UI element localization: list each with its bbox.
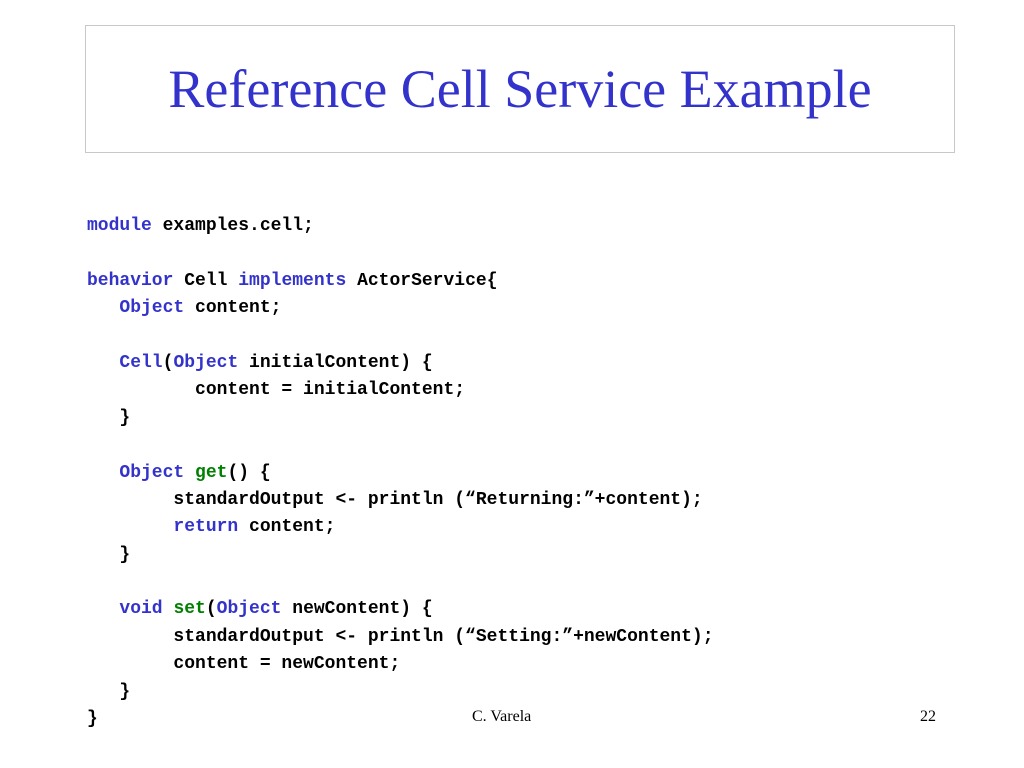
code-line-field: Object content; <box>87 295 714 322</box>
code-line-assign-new: content = newContent; <box>87 654 401 675</box>
code-line-println-setting: standardOutput <- println (“Setting:”+ne… <box>87 626 714 647</box>
code-text <box>163 599 174 619</box>
code-keyword: Object <box>173 352 239 373</box>
code-keyword: behavior <box>87 270 174 291</box>
code-indent <box>87 517 173 537</box>
code-text: newContent) { <box>281 599 433 620</box>
code-line-assign: content = initialContent; <box>87 380 466 401</box>
code-line-blank <box>87 240 714 267</box>
code-line-blank <box>87 569 714 596</box>
code-keyword: Object <box>216 599 282 620</box>
code-text <box>184 463 195 483</box>
slide-title: Reference Cell Service Example <box>168 59 872 119</box>
code-method-name: get <box>195 462 228 483</box>
code-text: Cell <box>173 270 239 291</box>
code-text: ( <box>162 352 174 373</box>
code-text: initialContent) { <box>238 352 433 373</box>
code-text: ActorService{ <box>346 270 498 291</box>
code-line-close-brace: } <box>87 544 131 565</box>
code-line-close-behavior: } <box>87 709 98 730</box>
code-method-name: set <box>173 599 206 620</box>
code-line-constructor: Cell(Object initialContent) { <box>87 350 714 377</box>
code-line-close-brace: } <box>87 407 131 428</box>
code-line-close-brace: } <box>87 681 131 702</box>
code-line-get-method: Object get() { <box>87 460 714 487</box>
code-line-blank <box>87 432 714 459</box>
code-line-set-method: void set(Object newContent) { <box>87 596 714 623</box>
code-line-behavior: behavior Cell implements ActorService{ <box>87 268 714 295</box>
code-indent <box>87 599 119 619</box>
code-text: content; <box>184 298 282 319</box>
code-block: module examples.cell; behavior Cell imple… <box>87 213 714 733</box>
code-line-blank <box>87 323 714 350</box>
code-text: ( <box>205 599 217 620</box>
page-number: 22 <box>920 708 936 725</box>
title-box: Reference Cell Service Example <box>85 25 955 153</box>
code-text: content; <box>238 517 336 538</box>
code-text: () { <box>227 462 271 483</box>
code-indent <box>87 463 119 483</box>
code-keyword: Object <box>119 462 185 483</box>
code-keyword: Object <box>119 298 185 319</box>
code-keyword: Cell <box>119 352 163 373</box>
code-keyword: return <box>173 517 239 538</box>
code-indent <box>87 353 119 373</box>
code-line-return: return content; <box>87 514 714 541</box>
code-indent <box>87 298 119 318</box>
footer-author: C. Varela <box>472 708 532 725</box>
code-line-println-returning: standardOutput <- println (“Returning:”+… <box>87 489 703 510</box>
code-keyword: module <box>87 216 152 236</box>
code-line-module: module examples.cell; <box>87 213 714 240</box>
code-keyword: void <box>119 599 163 620</box>
code-text: examples.cell; <box>151 216 314 236</box>
code-keyword: implements <box>238 270 347 291</box>
